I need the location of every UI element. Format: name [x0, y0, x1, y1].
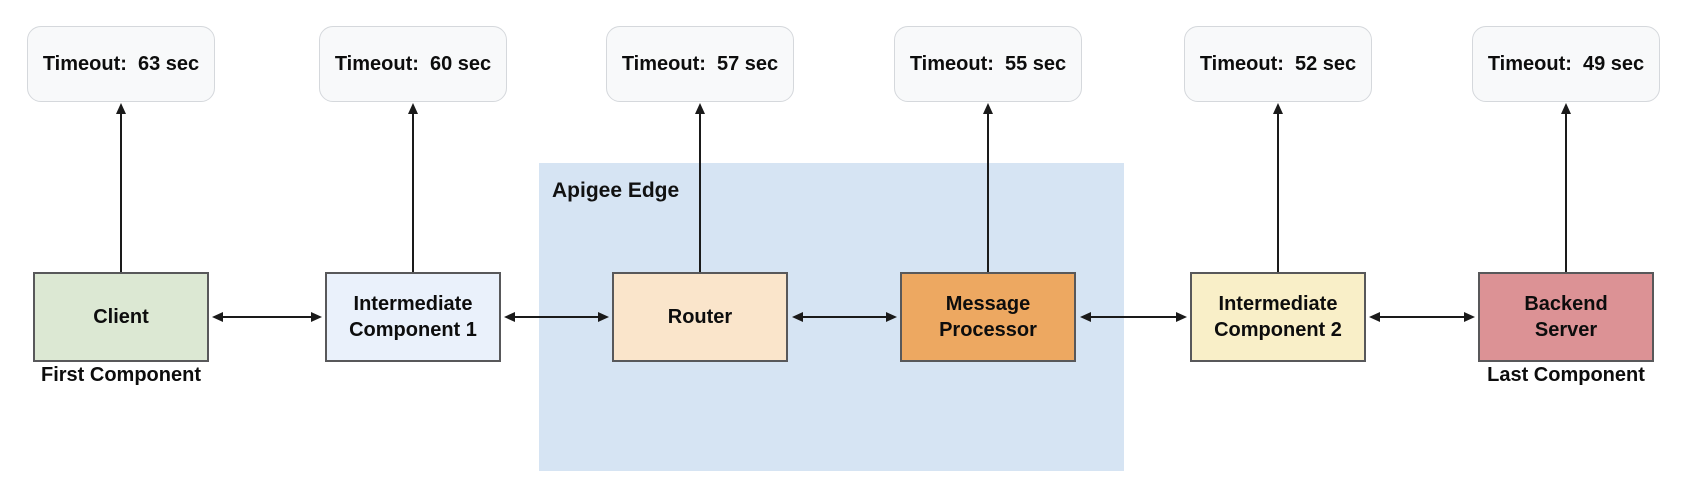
timeout-bubble-client: Timeout: 63 sec [27, 26, 215, 102]
up-arrow-icon [1560, 103, 1572, 272]
timeout-label: Timeout: 60 sec [334, 52, 492, 75]
up-arrow-icon [982, 103, 994, 272]
message-processor-box: Message Processor [900, 272, 1076, 362]
double-arrow-icon [1369, 311, 1475, 323]
first-component-annotation: First Component [41, 364, 201, 386]
timeout-bubble-router: Timeout: 57 sec [606, 26, 794, 102]
router-box: Router [612, 272, 788, 362]
timeout-bubble-intermediate-component-1: Timeout: 60 sec [319, 26, 507, 102]
up-arrow-icon [694, 103, 706, 272]
intermediate-component-2-box: Intermediate Component 2 [1190, 272, 1366, 362]
timeout-bubble-backend-server: Timeout: 49 sec [1472, 26, 1660, 102]
last-component-annotation: Last Component [1487, 364, 1645, 386]
intermediate-component-1-box: Intermediate Component 1 [325, 272, 501, 362]
client-label: Client [93, 306, 149, 328]
up-arrow-icon [1272, 103, 1284, 272]
timeout-bubble-message-processor: Timeout: 55 sec [894, 26, 1082, 102]
backend-server-box: Backend Server [1478, 272, 1654, 362]
double-arrow-icon [212, 311, 322, 323]
up-arrow-icon [115, 103, 127, 272]
timeout-bubble-intermediate-component-2: Timeout: 52 sec [1184, 26, 1372, 102]
router-label: Router [667, 306, 733, 328]
double-arrow-icon [504, 311, 609, 323]
client-box: Client [33, 272, 209, 362]
double-arrow-icon [792, 311, 897, 323]
double-arrow-icon [1080, 311, 1187, 323]
up-arrow-icon [407, 103, 419, 272]
intermediate-component-1-label: Intermediate Component 1 [349, 293, 477, 341]
timeout-label: Timeout: 49 sec [1487, 52, 1645, 75]
apigee-edge-region-label: Apigee Edge [552, 179, 680, 202]
message-processor-label: Message Processor [939, 293, 1037, 341]
timeout-label: Timeout: 55 sec [909, 52, 1067, 75]
intermediate-component-2-label: Intermediate Component 2 [1214, 293, 1342, 341]
timeout-label: Timeout: 52 sec [1199, 52, 1357, 75]
timeout-label: Timeout: 57 sec [621, 52, 779, 75]
backend-server-label: Backend Server [1524, 293, 1608, 341]
timeout-label: Timeout: 63 sec [42, 52, 200, 75]
